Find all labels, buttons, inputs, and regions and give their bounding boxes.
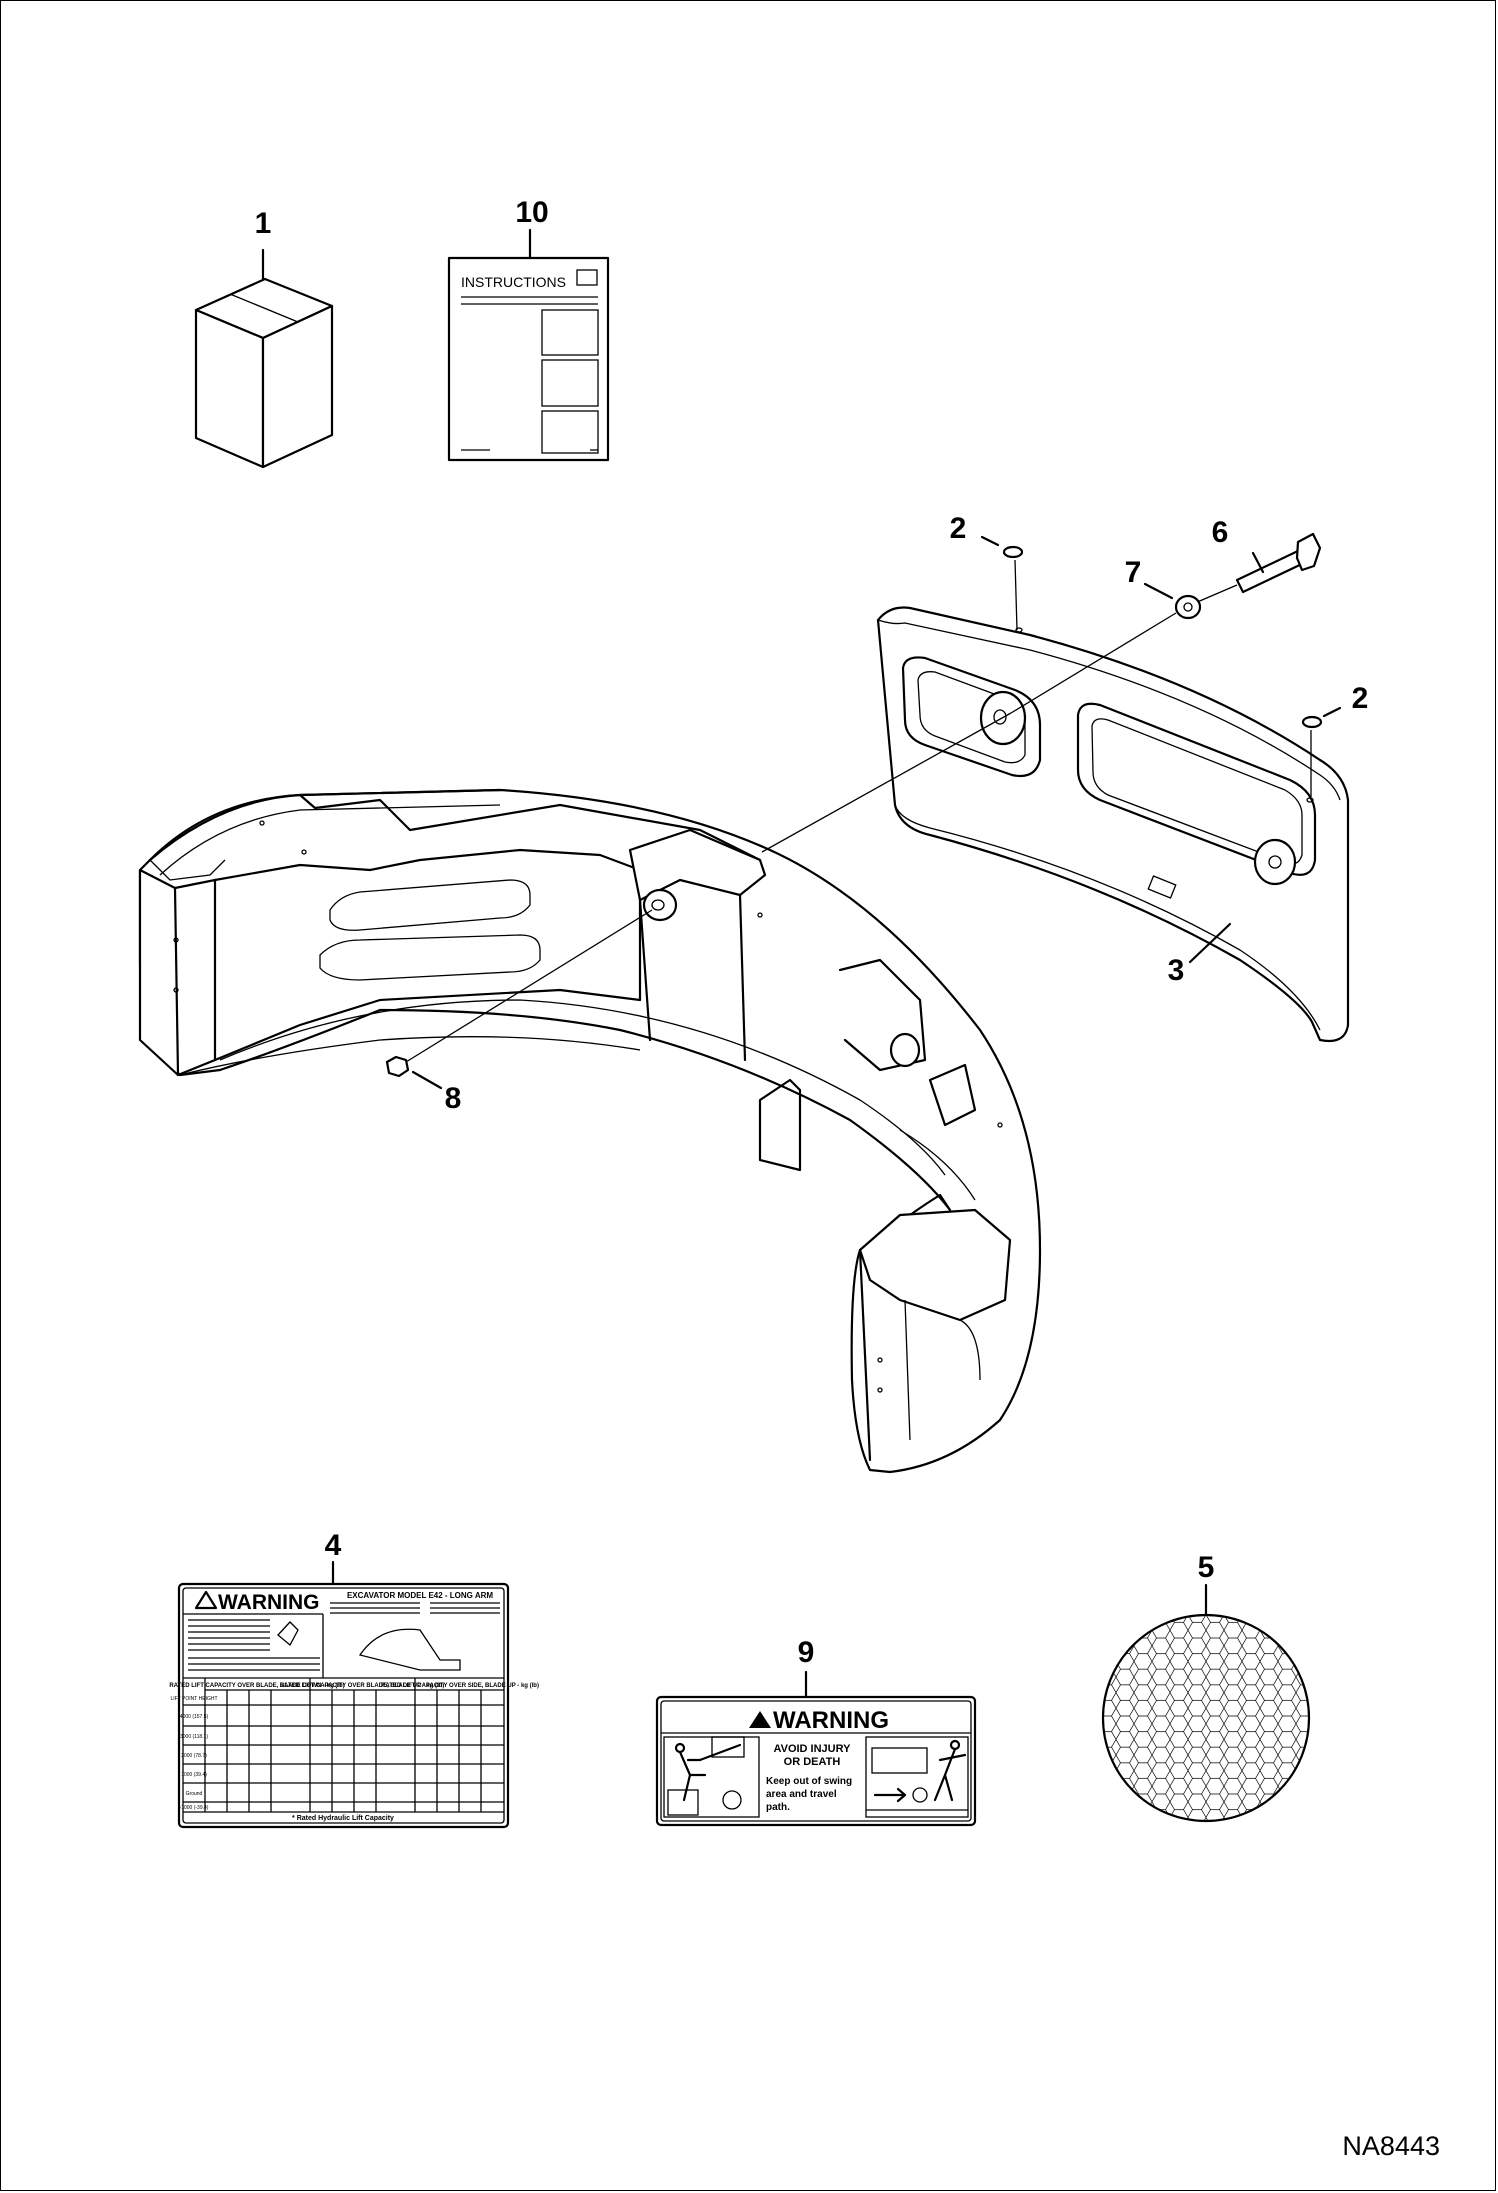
callout-10: 10 — [515, 196, 548, 229]
part-plug-a — [980, 535, 1024, 631]
decal-4-row-head-1: 4000 (157.5) — [180, 1714, 209, 1720]
part-box — [194, 248, 334, 469]
decal-lift-capacity: WARNING EXCAVATOR MODEL E42 - LONG ARM — [169, 1560, 539, 1829]
callout-1: 1 — [255, 207, 272, 240]
decal-4-group-1: RATED LIFT CAPACITY OVER BLADE, BLADE DO… — [169, 1683, 344, 1689]
decal-4-row-head-3: 2000 (78.7) — [181, 1753, 207, 1759]
decal-4-model: EXCAVATOR MODEL E42 - LONG ARM — [347, 1591, 493, 1600]
decal-9-line1: AVOID INJURY — [773, 1743, 851, 1755]
decal-4-row-head-4: 1000 (39.4) — [181, 1772, 207, 1778]
part-instructions: INSTRUCTIONS — [447, 228, 610, 462]
part-nut — [385, 909, 653, 1090]
decal-4-row-head-2: 3000 (118.1) — [180, 1734, 208, 1740]
decal-9-body1: Keep out of swing — [766, 1776, 852, 1787]
decal-4-header: WARNING — [218, 1591, 320, 1614]
callout-4: 4 — [325, 1529, 342, 1562]
decal-4-footer: * Rated Hydraulic Lift Capacity — [292, 1815, 394, 1822]
callout-7: 7 — [1125, 556, 1142, 589]
callout-6: 6 — [1212, 516, 1229, 549]
decal-4-row-head-6: -1000 (-39.4) — [180, 1805, 209, 1811]
instructions-label: INSTRUCTIONS — [461, 274, 566, 290]
callout-9: 9 — [798, 1636, 815, 1669]
part-counterweight-plate — [876, 606, 1350, 1043]
figure-code: NA8443 — [1342, 2131, 1440, 2161]
decal-9-body3: path. — [766, 1802, 790, 1813]
part-bolt — [1194, 532, 1322, 604]
callout-2b: 2 — [1352, 682, 1369, 715]
decal-avoid-injury: WARNING AVOID INJURY OR DEATH Keep out o… — [655, 1670, 977, 1827]
decal-9-line2: OR DEATH — [784, 1756, 841, 1768]
decal-9-header: WARNING — [773, 1707, 889, 1734]
decal-4-group-3: RATED LIFT CAPACITY OVER SIDE, BLADE UP … — [381, 1683, 539, 1689]
part-reflector-disk — [1101, 1583, 1311, 1823]
part-counterweight-casting — [138, 788, 1042, 1474]
callout-2a: 2 — [950, 512, 967, 545]
decal-4-group-2: RATED LIFT CAPACITY OVER BLADE, BLADE UP… — [280, 1683, 445, 1689]
callout-3: 3 — [1168, 954, 1185, 987]
decal-4-row-head-0: LIFT POINT HEIGHT — [170, 1696, 217, 1702]
decal-4-row-head-5: Ground — [186, 1791, 203, 1797]
assembly-line-bolt — [761, 712, 1012, 853]
decal-9-body2: area and travel — [766, 1789, 837, 1800]
callout-5: 5 — [1198, 1551, 1215, 1584]
part-plug-b — [1301, 706, 1342, 797]
part-washer — [1010, 582, 1202, 714]
callout-8: 8 — [445, 1082, 462, 1115]
